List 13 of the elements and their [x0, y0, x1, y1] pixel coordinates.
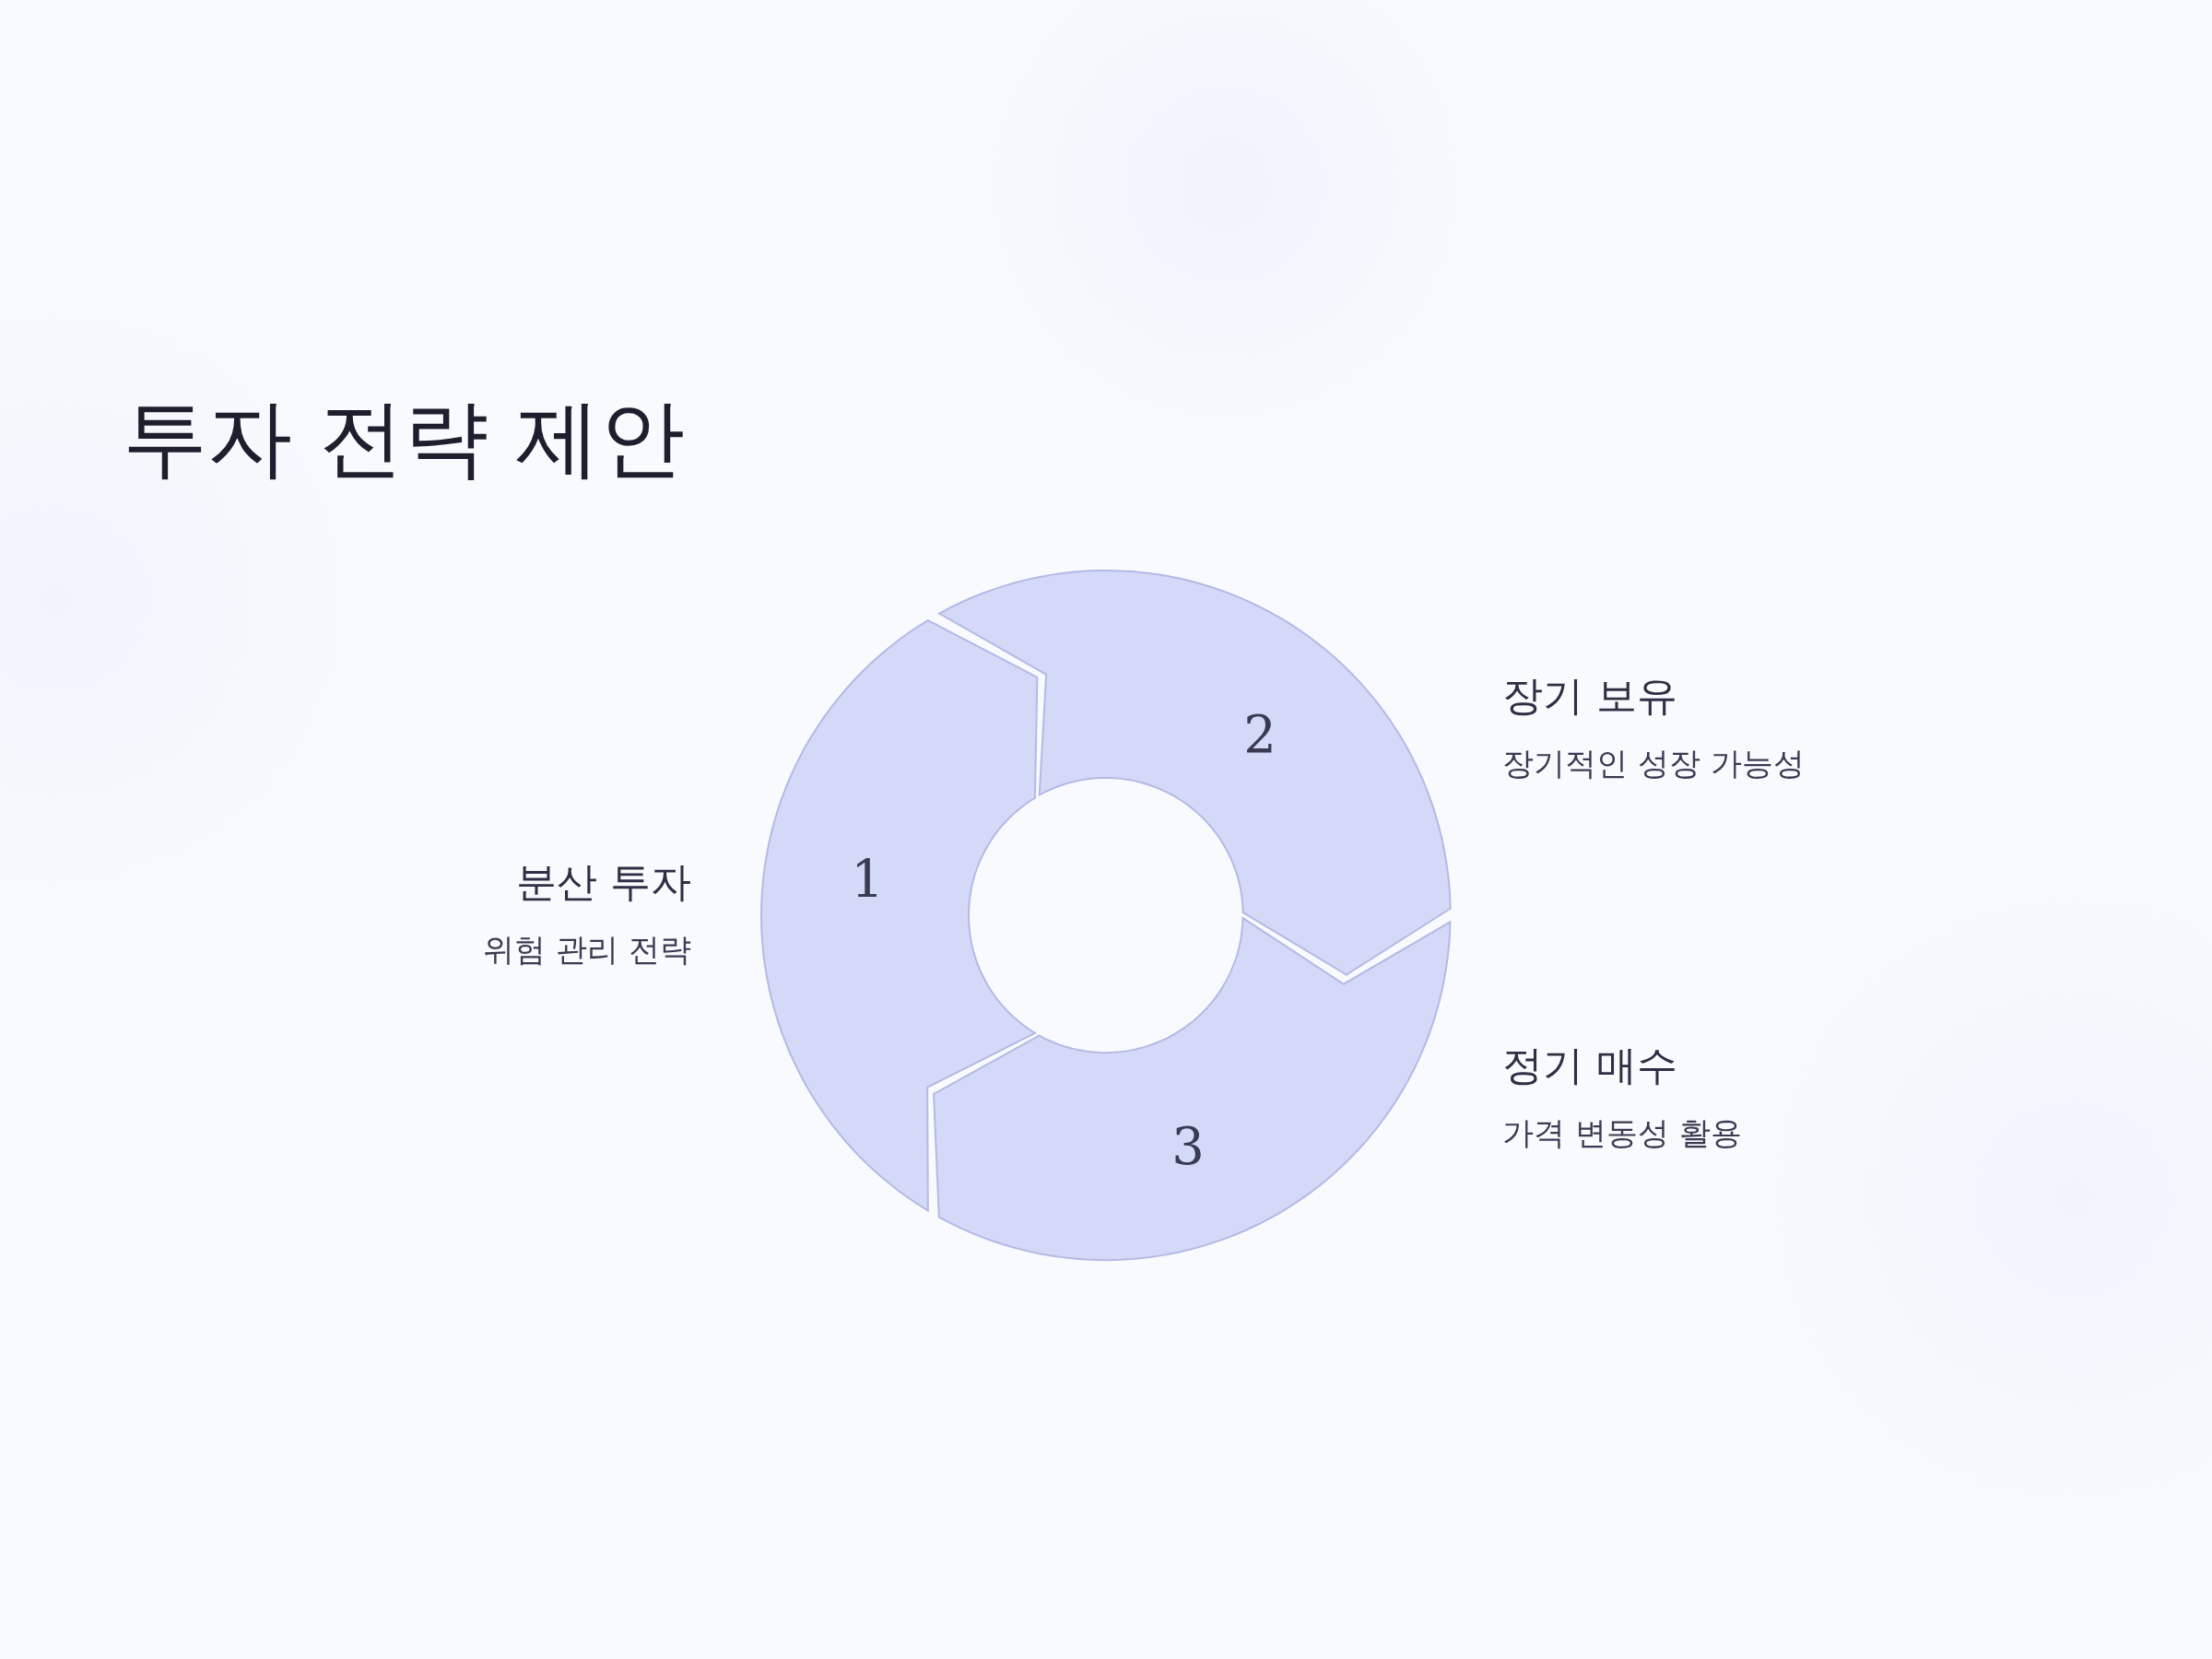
title: 투자 전략 제안 — [123, 396, 686, 481]
ring-segment — [937, 569, 1453, 977]
step-heading: 정기 매수 — [1502, 1041, 1677, 1090]
step-number: 2 — [1243, 709, 1277, 760]
step-description: 가격 변동성 활용 — [1502, 1113, 1742, 1152]
step-heading: 장기 보유 — [1502, 671, 1677, 721]
ring-segment — [759, 618, 1040, 1213]
step-heading: 분산 투자 — [516, 857, 691, 907]
ring-segment — [932, 915, 1453, 1262]
step-number: 1 — [851, 853, 884, 905]
step-description: 장기적인 성장 가능성 — [1502, 744, 1805, 782]
step-number: 3 — [1171, 1121, 1205, 1172]
step-description: 위험 관리 전략 — [483, 930, 691, 969]
